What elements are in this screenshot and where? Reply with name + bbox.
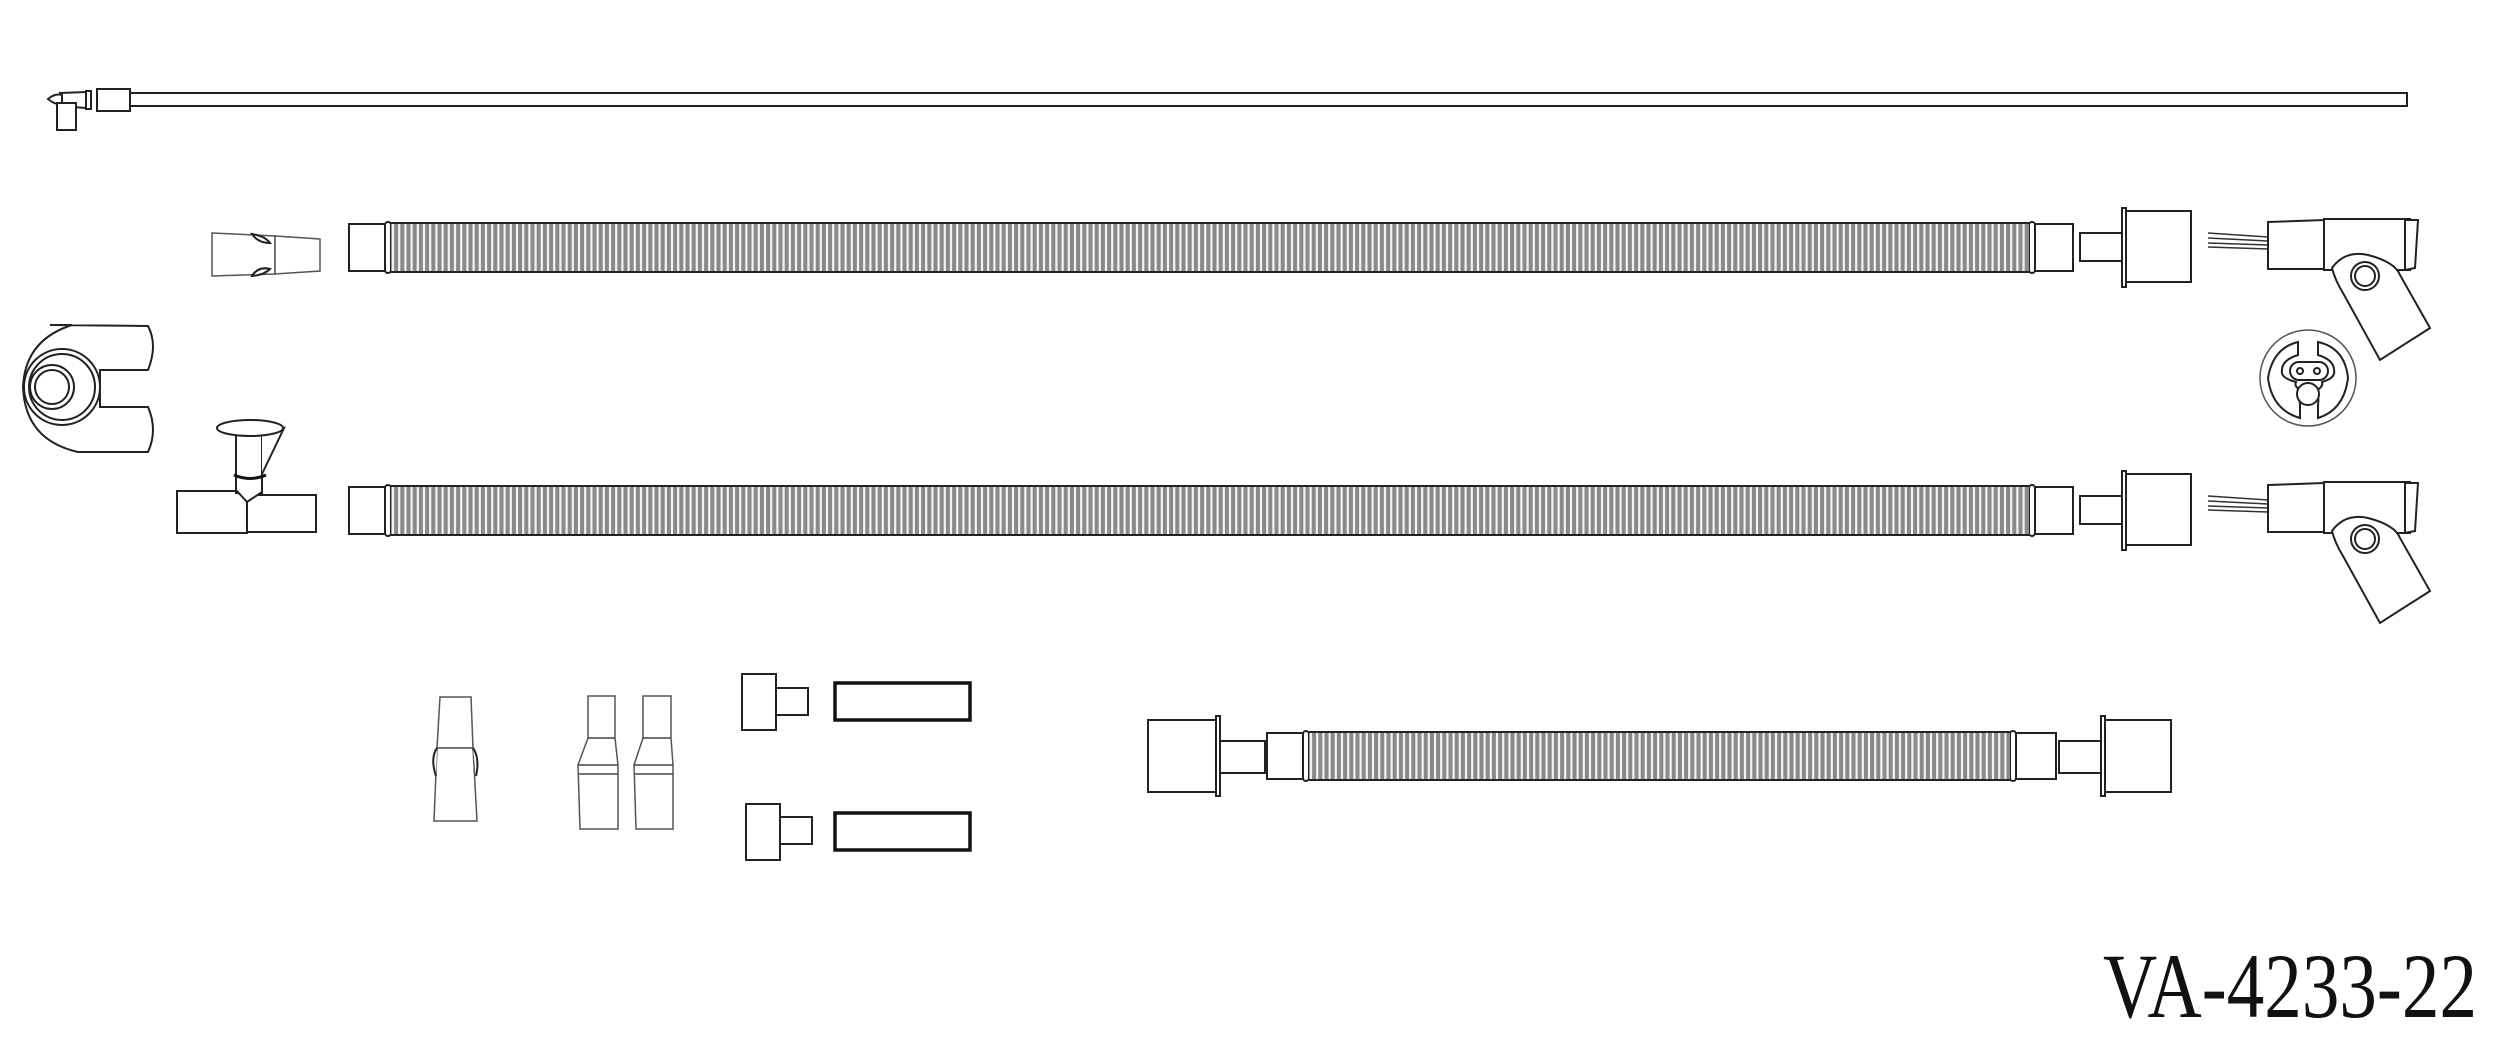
- part-number: VA-4233-22: [2103, 935, 2477, 1037]
- lower-hose-stub-right: [2058, 740, 2102, 774]
- hose-outline: [391, 222, 2029, 273]
- hose-ring-right: [2009, 730, 2017, 782]
- u-shaped-holder: [21, 324, 154, 453]
- hose-cuff-left: [1266, 732, 1304, 780]
- lower-hose-stub-left: [1219, 740, 1266, 774]
- hose-ring-right: [2028, 221, 2036, 274]
- hose-outline: [1309, 731, 2010, 781]
- hose-ring-left: [384, 484, 392, 537]
- hose-ring-left: [1302, 730, 1310, 782]
- straight-adapter: [432, 696, 479, 822]
- stepped-adapter-1: [577, 695, 619, 830]
- hose-ridges: [391, 222, 2025, 273]
- middle-hose-end-connector: [2079, 470, 2431, 624]
- stepped-adapter-2: [633, 695, 674, 830]
- hose-outline: [391, 485, 2029, 536]
- hose-corrugation-body: [1309, 732, 2010, 780]
- sampling-line: [46, 88, 2408, 131]
- upper-corrugated-hose: [348, 221, 2074, 274]
- lower-corrugated-hose: [1147, 715, 2172, 797]
- hose-cuff-right: [2034, 486, 2074, 535]
- hose-cuff-left: [348, 486, 386, 535]
- round-connector-face: [2259, 329, 2357, 427]
- cap-1: [741, 673, 809, 731]
- hose-cuff-right: [2034, 223, 2074, 272]
- hose-cuff-right: [2015, 732, 2057, 780]
- upper-hose-end-connector: [2079, 207, 2432, 362]
- hose-corrugation-body: [391, 223, 2029, 272]
- hose-cuff-left: [348, 223, 386, 272]
- t-piece-connector: [176, 419, 317, 534]
- lower-hose-connector-left: [1147, 719, 1217, 793]
- middle-corrugated-hose: [348, 484, 2074, 537]
- hose-ring-right: [2028, 484, 2036, 537]
- hose-ring-left: [384, 221, 392, 274]
- cap-2: [745, 803, 813, 861]
- hose-ridges: [1309, 731, 2007, 781]
- tapered-adapter: [211, 232, 321, 278]
- hose-corrugation-body: [391, 486, 2029, 535]
- temperature-probe: [2207, 218, 2432, 362]
- label-strip-1: [833, 681, 972, 722]
- hose-ridges: [391, 485, 2025, 536]
- label-strip-2: [833, 811, 972, 852]
- lower-hose-connector-right: [2104, 719, 2172, 793]
